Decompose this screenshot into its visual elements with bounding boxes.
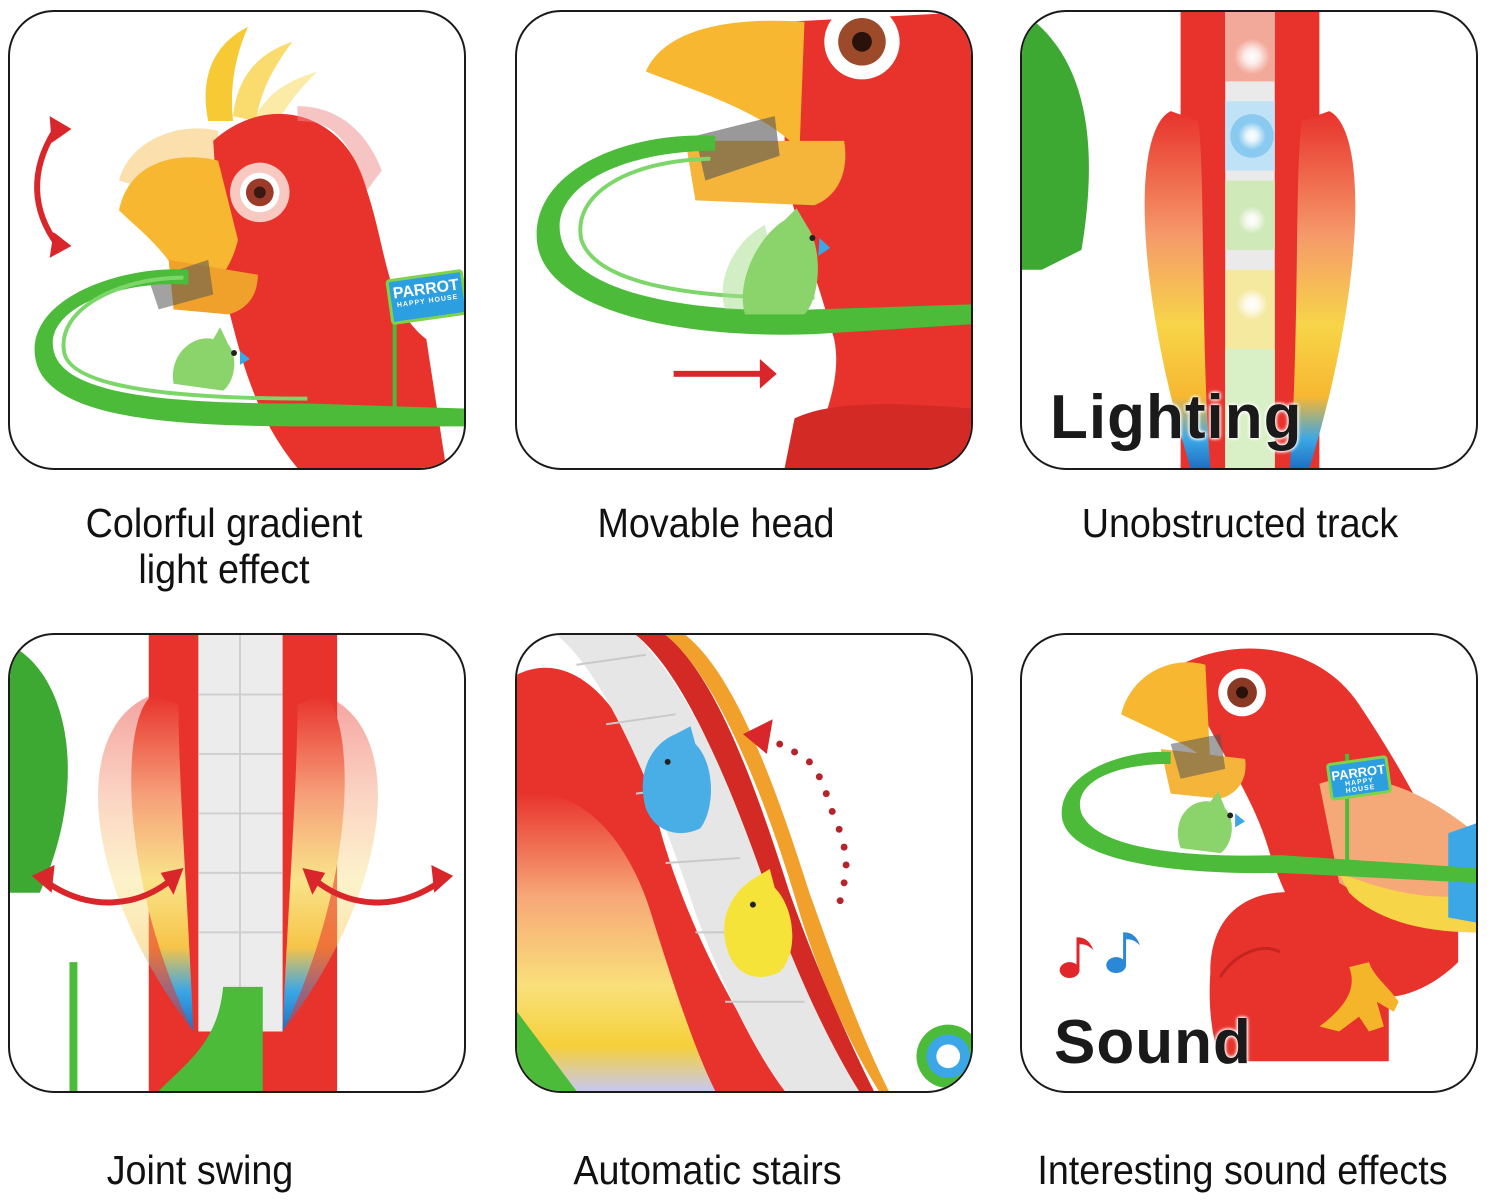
panel-movable-head: PARROT HAPPY HOUSE (8, 10, 466, 470)
parrot-lighting-illustration (1022, 12, 1356, 468)
panel-track (515, 10, 973, 470)
caption-movable-head: Movable head (597, 500, 835, 546)
sound-label: Sound (1054, 1008, 1252, 1077)
parrot-track-illustration (536, 12, 971, 468)
panel-automatic-stairs (515, 633, 973, 1093)
caption-unobstructed-track: Unobstructed track (1081, 500, 1399, 546)
parrot-head-illustration (34, 26, 464, 468)
parrot-sound-illustration (1059, 648, 1476, 1062)
panel-sound: PARROT HAPPY HOUSE Sound (1020, 633, 1478, 1093)
caption-automatic-stairs: Automatic stairs (573, 1147, 842, 1193)
parrot-wings-illustration (10, 635, 454, 1091)
caption-interesting-sound-effects: Interesting sound effects (1037, 1147, 1448, 1193)
panel-lighting: Lighting (1020, 10, 1478, 470)
panel-joint-swing (8, 633, 466, 1093)
caption-colorful-gradient: Colorful gradient light effect (85, 500, 363, 592)
lighting-label: Lighting (1050, 383, 1303, 452)
music-notes-icon (1059, 932, 1140, 978)
caption-joint-swing: Joint swing (106, 1147, 294, 1193)
parrot-stairs-illustration (517, 635, 971, 1091)
